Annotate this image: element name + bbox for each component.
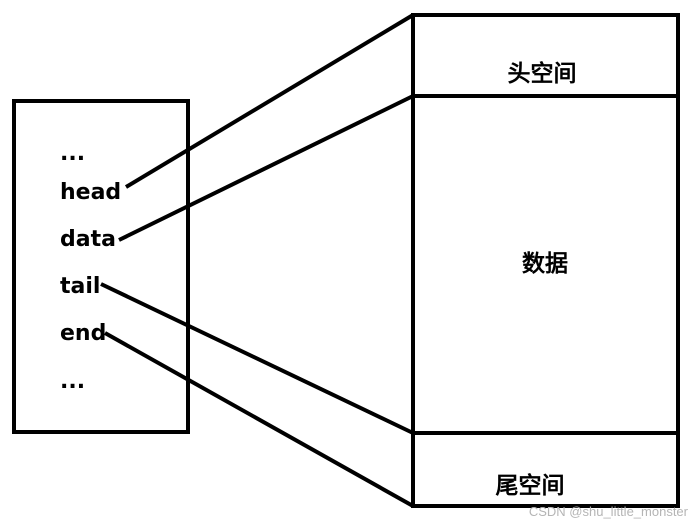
head-pointer-line	[124, 13, 415, 189]
data-region-label: 数据	[522, 251, 568, 277]
data-pointer-line	[118, 94, 414, 242]
field-tail: tail	[60, 274, 100, 299]
tail-pointer-line	[100, 282, 414, 435]
field-ellipsis-bottom: ...	[60, 369, 85, 394]
headroom-label: 头空间	[508, 60, 577, 87]
end-pointer-line	[104, 331, 414, 508]
struct-fields-box	[12, 99, 190, 434]
watermark: CSDN @shu_little_monster	[529, 504, 689, 519]
tailroom-label: 尾空间	[496, 472, 565, 499]
field-head: head	[60, 180, 121, 205]
field-ellipsis-top: ...	[60, 141, 85, 166]
field-end: end	[60, 321, 106, 346]
buffer-box	[411, 13, 680, 508]
field-data: data	[60, 227, 116, 252]
